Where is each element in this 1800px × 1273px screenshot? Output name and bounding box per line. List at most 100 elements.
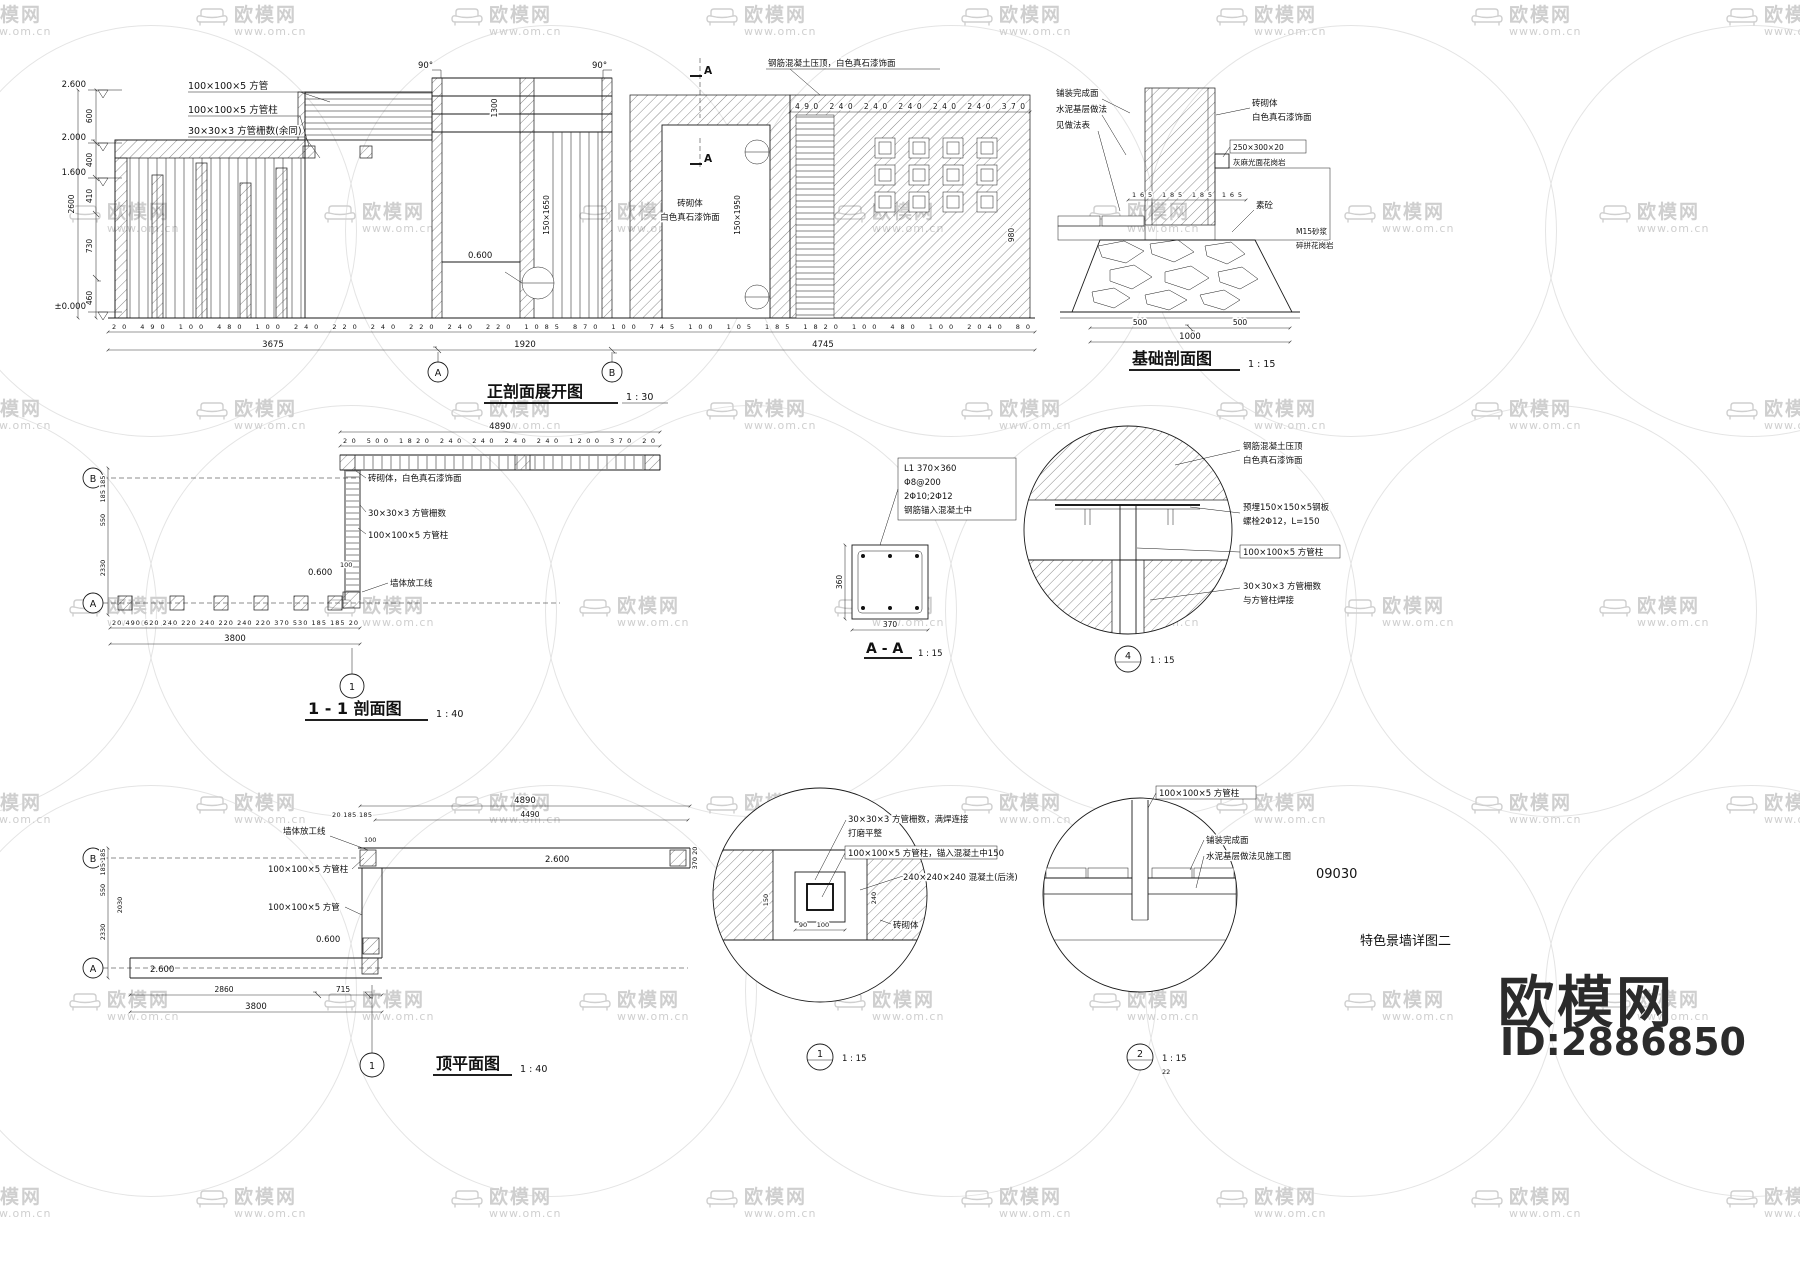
level-label: 2.000 bbox=[62, 133, 86, 143]
dim-label: 410 bbox=[85, 189, 94, 204]
annotation-label: 白色真石漆饰面 bbox=[1252, 112, 1312, 123]
annotation-label: 250×300×20 bbox=[1233, 143, 1284, 152]
annotation-label: 白色真石漆饰面 bbox=[1243, 455, 1303, 466]
annotation-label: 墙体放工线 bbox=[390, 578, 433, 589]
dim-label: 185 185 bbox=[99, 849, 107, 876]
grid-bubble-label: A bbox=[90, 964, 97, 975]
dim-label: 500 bbox=[1233, 318, 1248, 327]
dim-label: 715 bbox=[336, 985, 351, 994]
dim-label: 4490 bbox=[520, 810, 539, 819]
annotation-label: 100×100×5 方管柱 bbox=[188, 104, 278, 116]
annotation-label: 30×30×3 方管栅数 bbox=[368, 508, 446, 519]
level-marks: 2.600 2.000 1.600 ±0.000 bbox=[53, 79, 122, 321]
annotation-label: 碎拼花岗岩 bbox=[1296, 240, 1334, 250]
dim-label: 550 bbox=[99, 884, 107, 896]
level-label: ±0.000 bbox=[55, 302, 86, 312]
dim-label: 730 bbox=[85, 239, 94, 254]
dim-label: 400 bbox=[85, 153, 94, 168]
dim-label: 2030 bbox=[116, 897, 124, 914]
drawing-scale: 1 : 15 bbox=[842, 1054, 867, 1064]
annotation-label: 素砼 bbox=[1256, 200, 1274, 211]
annotation-label: 灰麻光面花岗岩 bbox=[1233, 157, 1286, 167]
level-label: 2.600 bbox=[150, 965, 174, 975]
detail-bubble-number: 4 bbox=[1125, 651, 1131, 662]
section-letter: A bbox=[704, 65, 713, 77]
level-label: 0.600 bbox=[316, 935, 340, 945]
grid-bubble-label: A bbox=[90, 599, 97, 610]
detail-bubble-number: 1 bbox=[817, 1049, 823, 1060]
drawing-scale: 1 : 40 bbox=[520, 1064, 547, 1075]
annotation-label: 白色真石漆饰面 bbox=[660, 212, 720, 223]
annotation-label: 2Φ10;2Φ12 bbox=[904, 492, 953, 502]
annotation-label: M15砂浆 bbox=[1296, 226, 1328, 236]
annotation-label: 墙体放工线 bbox=[283, 826, 326, 837]
drawing-title: 基础剖面图 bbox=[1131, 349, 1212, 368]
dim-label: 550 bbox=[99, 514, 107, 526]
dim-label: 20 500 1820 240 240 240 240 1200 370 20 bbox=[343, 437, 655, 445]
drawing-scale: 1 : 15 bbox=[1162, 1054, 1187, 1064]
annotation-label: 砖砌体 bbox=[677, 198, 703, 209]
annotation-label: 100×100×5 方管柱 bbox=[1159, 788, 1240, 799]
drawing-title: A - A bbox=[866, 641, 903, 657]
dim-label: 20 490 100 480 100 240 220 240 220 240 2… bbox=[112, 323, 1030, 331]
dim-label: 185 185 bbox=[99, 476, 107, 503]
drawing-code: 09030 bbox=[1316, 867, 1357, 882]
annotation-label: 100×100×5 方管柱，锚入混凝土中150 bbox=[848, 848, 1004, 859]
annotation-label: 30×30×3 方管栅数，满焊连接 bbox=[848, 814, 969, 825]
dim-label: 3800 bbox=[245, 1002, 267, 1012]
dim-label: 460 bbox=[85, 291, 94, 306]
drawing-name: 特色景墙详图二 bbox=[1360, 933, 1451, 949]
angle-label: 90° bbox=[418, 61, 433, 71]
dim-label: 2330 bbox=[99, 560, 107, 577]
site-id: ID:2886850 bbox=[1500, 1020, 1746, 1064]
axis-bubble-label: 1 bbox=[369, 1061, 375, 1072]
annotation-label: 100×100×5 方管柱 bbox=[1243, 547, 1324, 558]
front-elevation-drawing: 490 240 240 240 240 240 370 1300 150×165… bbox=[53, 57, 1037, 404]
detail-2-drawing: 100×100×5 方管柱 铺装完成面 水泥基层做法见施工图 2 1 : 15 … bbox=[1042, 785, 1293, 1076]
annotation-label: 100×100×5 方管柱 bbox=[268, 864, 349, 875]
drawing-title: 正剖面展开图 bbox=[487, 382, 583, 401]
annotation-label: 钢筋锚入混凝土中 bbox=[904, 505, 972, 516]
dim-label: 1000 bbox=[1179, 332, 1201, 342]
dim-label: 370 20 bbox=[691, 847, 699, 870]
foundation-section-drawing: 165 185 185 165 500 500 1000 铺装完成面 水泥基层做… bbox=[1055, 87, 1335, 371]
annotation-label: 30×30×3 方管栅数(余同) bbox=[188, 125, 302, 137]
level-label: 2.600 bbox=[62, 80, 86, 90]
annotation-label: L1 370×360 bbox=[904, 464, 956, 474]
dim-label: 100 bbox=[364, 836, 376, 844]
annotation-label: 水泥基层做法 bbox=[1056, 104, 1107, 115]
top-plan-drawing: 4890 4490 20 185 185 100 2.600 370 20 2.… bbox=[82, 795, 701, 1078]
dim-label: 20 490 620 240 220 240 220 240 220 370 5… bbox=[112, 619, 358, 627]
sheet-number: 22 bbox=[1162, 1068, 1170, 1076]
annotation-label: 见做法表 bbox=[1056, 120, 1091, 131]
annotation-label: 30×30×3 方管栅数 bbox=[1243, 581, 1321, 592]
dim-label: 1300 bbox=[490, 98, 499, 117]
drawing-scale: 1 : 15 bbox=[1248, 359, 1275, 370]
annotation-label: 水泥基层做法见施工图 bbox=[1206, 851, 1291, 862]
window-grid bbox=[874, 137, 998, 213]
annotation-label: 钢筋混凝土压顶 bbox=[1243, 441, 1303, 452]
annotation-label: 螺栓2Φ12，L=150 bbox=[1243, 516, 1320, 527]
drawing-scale: 1 : 30 bbox=[626, 392, 653, 403]
dim-label: 150×1950 bbox=[733, 195, 742, 235]
drawing-scale: 1 : 15 bbox=[918, 649, 943, 659]
dim-label: 2600 bbox=[67, 194, 76, 213]
annotation-label: 240×240×240 混凝土(后浇) bbox=[903, 872, 1018, 883]
annotation-label: 铺装完成面 bbox=[1206, 835, 1249, 846]
dim-label: 4745 bbox=[812, 340, 834, 350]
dim-label: 2860 bbox=[214, 985, 233, 994]
annotation-label: 钢筋混凝土压顶，白色真石漆饰面 bbox=[768, 58, 896, 69]
dim-label: 500 bbox=[1133, 318, 1148, 327]
annotation-label: 100×100×5 方管柱 bbox=[368, 530, 449, 541]
angle-label: 90° bbox=[592, 61, 607, 71]
grid-bubble-label: B bbox=[609, 368, 616, 379]
dim-label: 4890 bbox=[489, 422, 511, 432]
level-label: 1.600 bbox=[62, 168, 86, 178]
annotation-label: 100×100×5 方管 bbox=[188, 80, 268, 92]
annotation-label: 铺装完成面 bbox=[1056, 88, 1099, 99]
section-letter: A bbox=[704, 153, 713, 165]
annotation-label: 砖砌体 bbox=[893, 920, 919, 931]
grid-bubble-label: A bbox=[435, 368, 442, 379]
